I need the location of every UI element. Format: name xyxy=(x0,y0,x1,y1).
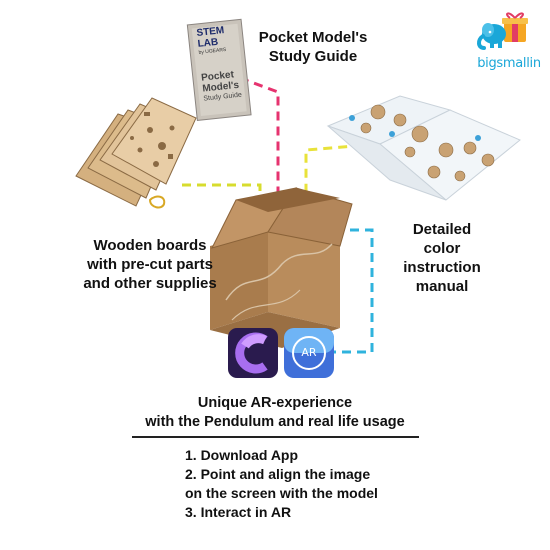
ar-title-line-1: Unique AR-experience xyxy=(197,395,353,411)
wooden-boards-label-line-3: and other supplies xyxy=(83,275,217,292)
wooden-boards xyxy=(75,97,197,209)
ar-step-2: 2. Point and align the image xyxy=(185,466,371,482)
wooden-boards-label: Wooden boards with pre-cut parts and oth… xyxy=(60,236,240,293)
ar-app-icon xyxy=(284,328,334,378)
manual-label-line-2: color xyxy=(423,240,461,257)
cardboard-box xyxy=(210,187,353,348)
elephant-gift-icon xyxy=(477,12,528,50)
app-connector xyxy=(330,228,374,354)
brand-logo: bigsmallin xyxy=(474,8,544,78)
ar-section-title: Unique AR-experience with the Pendulum a… xyxy=(60,394,490,432)
ar-steps-list: 1. Download App 2. Point and align the i… xyxy=(185,446,445,522)
brand-name: bigsmallin xyxy=(477,56,541,71)
ar-step-1: 1. Download App xyxy=(185,447,299,463)
section-divider xyxy=(132,436,419,438)
wooden-boards-label-line-2: with pre-cut parts xyxy=(87,256,213,273)
c-app-icon xyxy=(228,328,278,378)
ar-title-line-2: with the Pendulum and real life usage xyxy=(145,414,405,430)
manual-label-line-1: Detailed xyxy=(412,221,472,238)
study-guide-label: Pocket Model's Study Guide xyxy=(238,28,388,66)
study-guide-booklet xyxy=(186,18,252,121)
instruction-manual xyxy=(326,95,521,201)
manual-label: Detailed color instruction manual xyxy=(384,220,500,296)
ar-step-2-continued: on the screen with the model xyxy=(185,485,378,501)
study-guide-label-line-2: Study Guide xyxy=(268,48,358,65)
ar-step-3: 3. Interact in AR xyxy=(185,504,292,520)
study-guide-label-line-1: Pocket Model's xyxy=(258,29,368,46)
manual-label-line-4: manual xyxy=(415,278,469,295)
ar-badge: AR xyxy=(301,346,317,359)
manual-label-line-3: instruction xyxy=(403,259,481,276)
wooden-boards-label-line-1: Wooden boards xyxy=(93,237,207,254)
